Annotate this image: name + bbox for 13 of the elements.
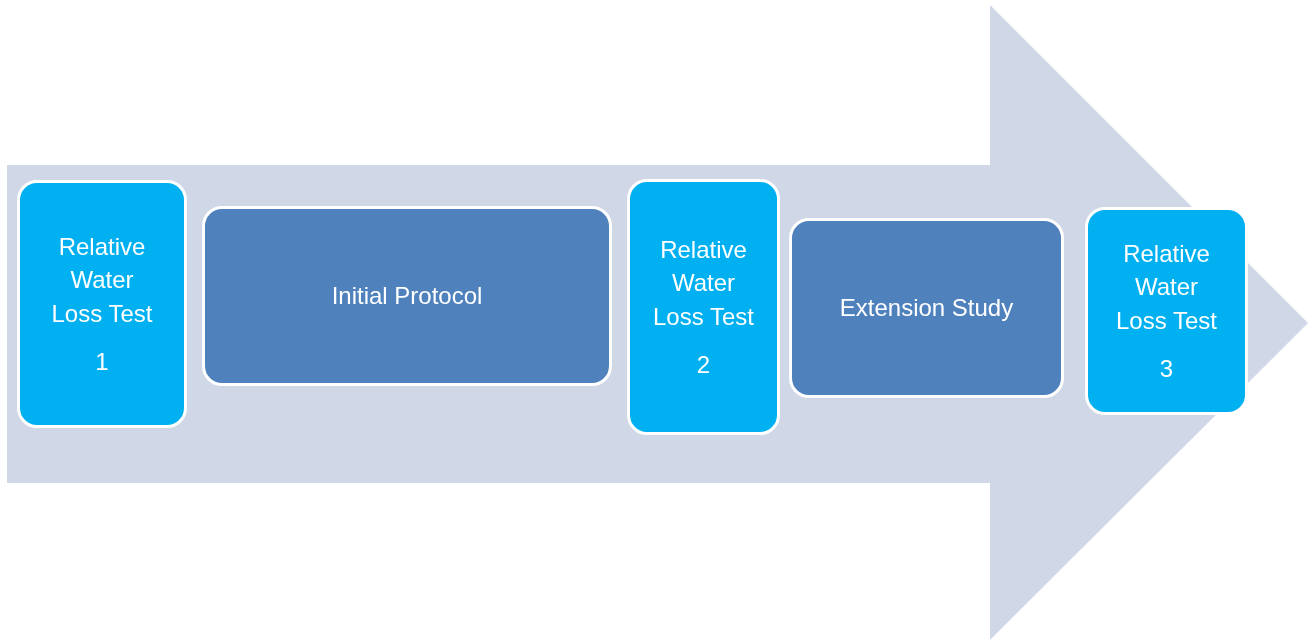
- box-label: Relative Water Loss Test: [1115, 238, 1218, 336]
- process-box: [1085, 207, 1248, 415]
- box-label: 2: [696, 349, 711, 380]
- process-box: [789, 218, 1064, 398]
- box-label: Extension Study: [839, 293, 1014, 324]
- box-label: Initial Protocol: [331, 281, 483, 312]
- box-label: Relative Water Loss Test: [652, 234, 755, 332]
- process-box: [17, 180, 187, 428]
- box-label: Relative Water Loss Test: [50, 231, 154, 329]
- process-box: [627, 179, 780, 435]
- process-box: [202, 206, 612, 386]
- box-label: 3: [1159, 353, 1174, 384]
- box-label: 1: [95, 346, 109, 377]
